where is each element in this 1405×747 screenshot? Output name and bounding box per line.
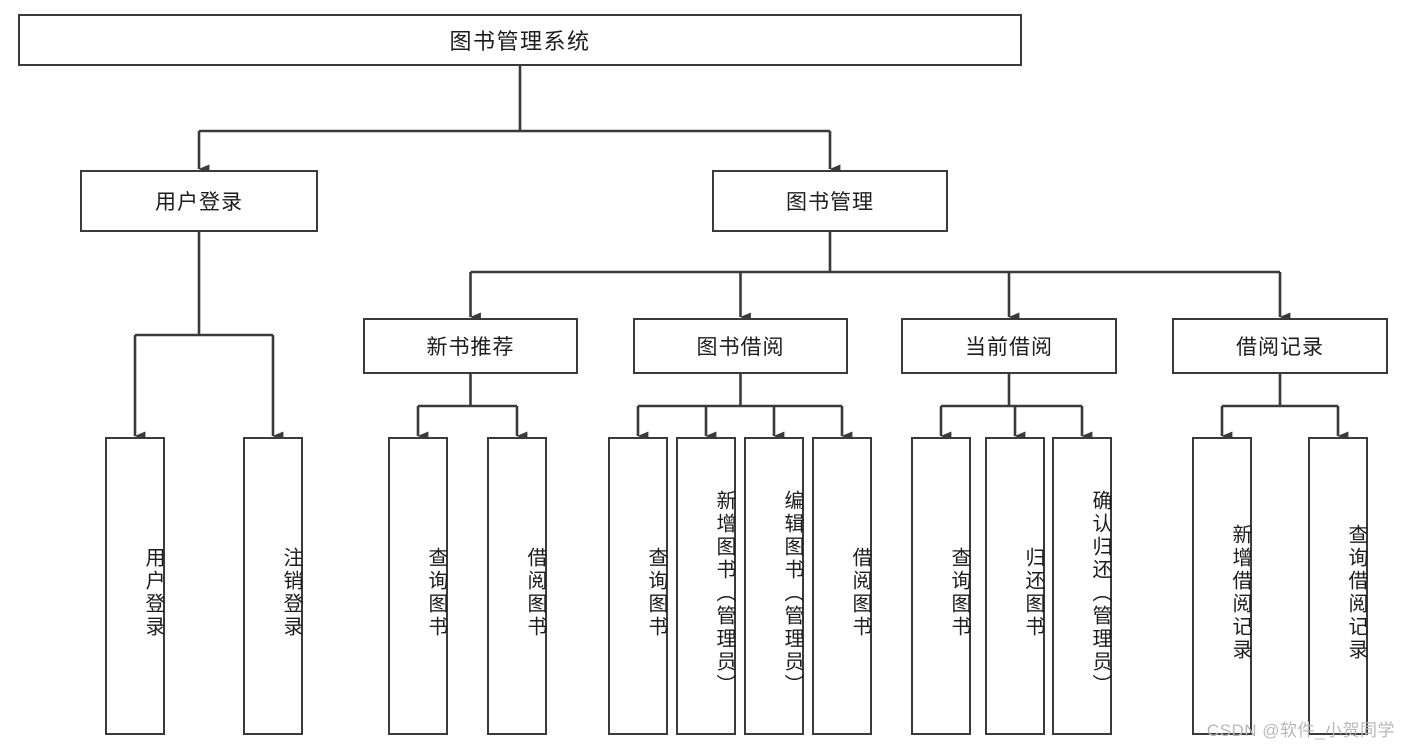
node-book-management[interactable]: 图书管理	[712, 170, 948, 232]
node-label: 用户登录	[155, 191, 243, 214]
node-leaf-edit-book-admin[interactable]: 编辑图书（管理员）	[744, 437, 804, 735]
node-label: 归还图书	[1022, 547, 1044, 639]
node-label: 注销登录	[280, 547, 302, 639]
csdn-watermark: CSDN @软件_小贺同学	[1206, 721, 1395, 740]
node-new-book-recommendation[interactable]: 新书推荐	[363, 318, 578, 374]
node-label: 查询图书	[425, 547, 447, 639]
node-label: 图书管理	[786, 191, 874, 214]
node-label: 借阅图书	[849, 547, 871, 639]
node-label: 新书推荐	[426, 336, 515, 359]
node-borrowing-record[interactable]: 借阅记录	[1172, 318, 1388, 374]
node-root-book-management-system[interactable]: 图书管理系统	[18, 14, 1022, 66]
node-label: 新增借阅记录	[1229, 524, 1251, 662]
node-label: 当前借阅	[965, 336, 1053, 359]
node-label: 查询借阅记录	[1345, 524, 1367, 662]
node-label: 查询图书	[645, 547, 667, 639]
node-leaf-user-login[interactable]: 用户登录	[105, 437, 165, 735]
node-leaf-borrow-book-1[interactable]: 借阅图书	[487, 437, 547, 735]
node-leaf-query-borrow-record[interactable]: 查询借阅记录	[1308, 437, 1368, 735]
node-user-login[interactable]: 用户登录	[80, 170, 318, 232]
node-leaf-query-book-1[interactable]: 查询图书	[388, 437, 448, 735]
node-label: 用户登录	[142, 547, 164, 639]
node-label: 借阅记录	[1236, 336, 1324, 359]
node-leaf-return-book[interactable]: 归还图书	[985, 437, 1045, 735]
node-leaf-borrow-book-2[interactable]: 借阅图书	[812, 437, 872, 735]
node-label: 查询图书	[948, 547, 970, 639]
node-label: 图书管理系统	[449, 29, 591, 54]
node-leaf-query-book-2[interactable]: 查询图书	[608, 437, 668, 735]
node-leaf-logout[interactable]: 注销登录	[243, 437, 303, 735]
node-label: 图书借阅	[696, 336, 785, 359]
node-book-borrowing[interactable]: 图书借阅	[633, 318, 848, 374]
node-leaf-query-book-3[interactable]: 查询图书	[911, 437, 971, 735]
node-leaf-add-book-admin[interactable]: 新增图书（管理员）	[676, 437, 736, 735]
node-leaf-add-borrow-record[interactable]: 新增借阅记录	[1192, 437, 1252, 735]
node-label: 确认归还（管理员）	[1089, 489, 1111, 697]
node-current-borrowing[interactable]: 当前借阅	[901, 318, 1117, 374]
node-leaf-confirm-return-admin[interactable]: 确认归还（管理员）	[1052, 437, 1112, 735]
node-label: 借阅图书	[524, 547, 546, 639]
node-label: 新增图书（管理员）	[713, 489, 735, 697]
node-label: 编辑图书（管理员）	[781, 489, 803, 697]
